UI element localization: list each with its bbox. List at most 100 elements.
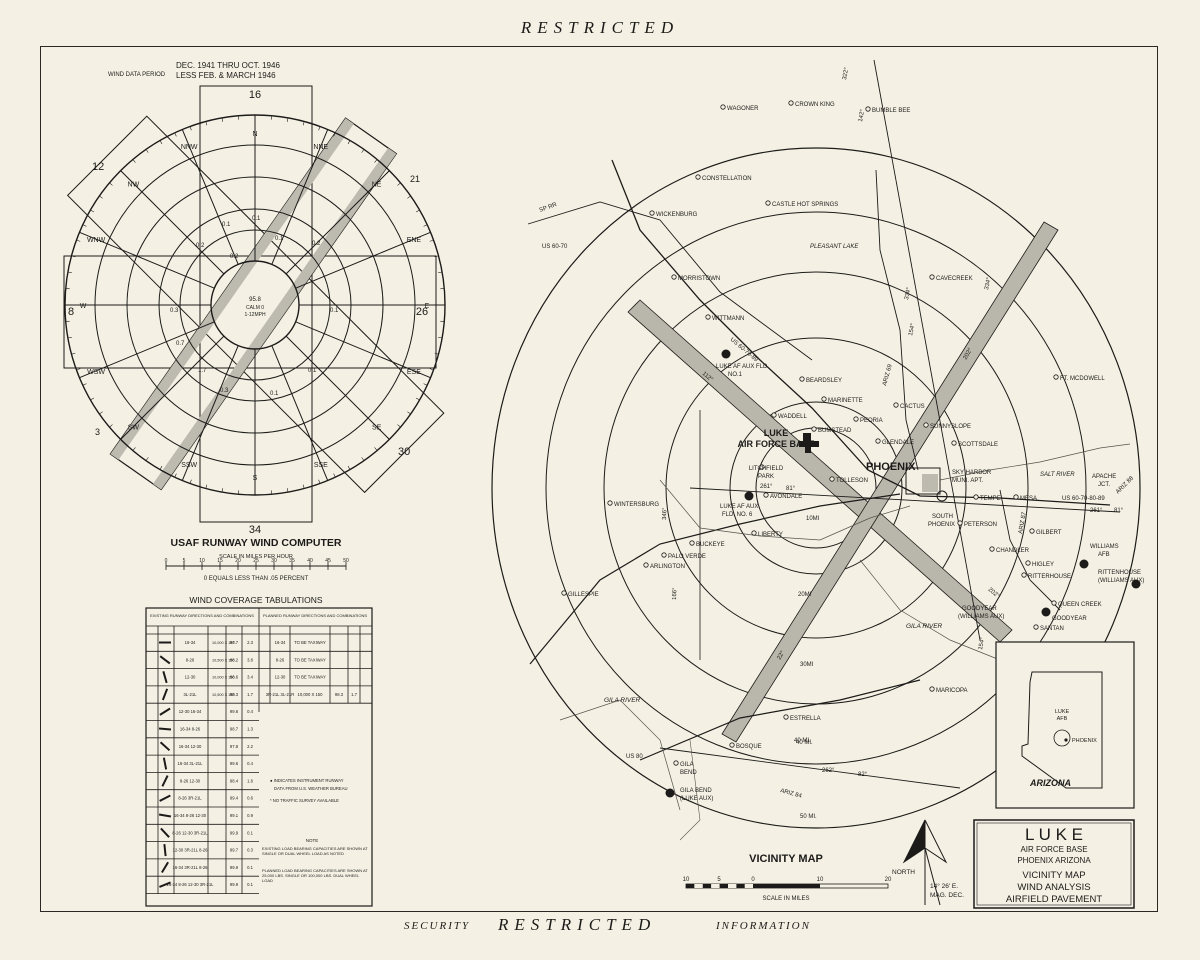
place-label-litchfield1: LITCHFIELD [749, 466, 784, 472]
town-dot [673, 760, 679, 766]
place-label-bumble-bee: BUMBLE BEE [872, 108, 910, 114]
town-dot [759, 464, 765, 470]
wind-value: 0.2 [230, 254, 239, 260]
runway-number-se: 30 [398, 446, 410, 458]
planned-direction: 8-26 [276, 657, 285, 662]
row-direction: 8-26 3R-21L [178, 796, 202, 801]
runway-symbol [162, 671, 168, 684]
wind-value: 1.7 [198, 368, 207, 374]
runway-number-nw: 12 [92, 161, 104, 173]
vicinity-scale-tick: 20 [885, 877, 892, 883]
town-dot [729, 742, 735, 748]
place-label-marinette: MARINETTE [828, 398, 863, 404]
town-dot [1053, 374, 1059, 380]
row-exceed: 0.1 [247, 865, 253, 870]
row-coverage: 98.4 [230, 778, 239, 783]
runway-symbol [163, 844, 167, 857]
vicinity-scale-seg [711, 884, 720, 888]
place-label-williams1: WILLIAMS [1090, 544, 1119, 550]
row-exceed: 2.2 [247, 744, 253, 749]
note-existing: EXISTING LOAD BEARING CAPACITIES ARE SHO… [262, 846, 368, 856]
note-planned: PLANNED LOAD BEARING CAPACITIES ARE SHOW… [262, 868, 368, 883]
town-dot [865, 106, 871, 112]
bearing-label: 142° [858, 108, 866, 122]
phoenix-urban-area [905, 467, 941, 495]
bearing-label: 202° [963, 347, 975, 361]
range-ring-20 [665, 337, 967, 639]
town-dot [607, 500, 613, 506]
airfield-aux-6 [744, 491, 754, 501]
route-label-ariz-88: ARIZ 88 [1115, 475, 1135, 495]
runway-number-s: 34 [249, 524, 261, 536]
arizona-inset [995, 641, 1135, 809]
row-direction: 3L-21L [183, 692, 197, 697]
north-arrow [902, 819, 948, 906]
title-line1: VICINITY MAP [1022, 870, 1085, 881]
place-label-tolleson: TOLLESON [836, 478, 868, 484]
ring-label: 30MI [800, 662, 814, 668]
footer-left: SECURITY [404, 920, 471, 932]
row-direction: 16-34 8-26 [180, 727, 201, 732]
row-coverage: 99.1 [230, 813, 239, 818]
declination-line1: 14° 26' E. [930, 882, 958, 890]
inset-label: ARIZONA [1029, 778, 1071, 788]
town-dot [957, 520, 963, 526]
town-dot [1029, 528, 1035, 534]
place-label-gilbert: GILBERT [1036, 530, 1062, 536]
wind-scale-tick-label: 5 [183, 558, 186, 564]
runway-symbol [158, 813, 172, 818]
town-dot [788, 100, 794, 106]
vicinity-scale-seg [686, 884, 695, 888]
footer-center: RESTRICTED [498, 915, 657, 934]
vicinity-scale-tick: 10 [683, 877, 690, 883]
row-direction: 16-34 3R-21L 8-26 [173, 865, 209, 870]
row-direction: 16-34 8-26 12-30 [174, 813, 207, 818]
place-label-avondale: AVONDALE [770, 494, 802, 500]
place-label-wintersburg: WINTERSBURG [614, 502, 659, 508]
town-dot [705, 314, 711, 320]
title-block [973, 819, 1135, 909]
row-exceed: 0.4 [247, 761, 253, 766]
row-coverage: 99.6 [230, 709, 239, 714]
wind-scale-label: SCALE IN MILES PER HOUR [219, 554, 293, 560]
place-label-mcdowell: FT. MCDOWELL [1060, 376, 1105, 382]
place-label-gila-river: GILA RIVER [604, 697, 641, 704]
row-direction: 8-26 [186, 657, 195, 662]
place-label-luke1: LUKE [764, 428, 789, 438]
place-label-sunnyslope: SUNNYSLOPE [930, 424, 971, 430]
row-coverage: 97.8 [230, 744, 239, 749]
row-exceed: 1.7 [247, 692, 253, 697]
planned-direction: 3R-21L 3L-21R [266, 692, 294, 697]
sp-railroad [611, 159, 1111, 506]
row-size: 10,000 X 150 [212, 641, 235, 645]
runway-symbol [161, 861, 169, 874]
row-direction: 12-30 3R-21L 8-26 [173, 848, 209, 853]
planned-coverage: 98.3 [335, 692, 344, 697]
place-label-morristown: MORRISTOWN [678, 276, 720, 282]
row-direction: 16-34 3L-21L [178, 761, 204, 766]
place-label-phoenix: PHOENIX [866, 461, 916, 473]
runway-symbol [159, 794, 171, 802]
place-label-wagoner: WAGONER [727, 106, 759, 112]
luke-afb-symbol [799, 433, 819, 453]
place-label-chandler: CHANDLER [996, 548, 1030, 554]
place-label-peterson: PETERSON [964, 522, 997, 528]
footer-right: INFORMATION [716, 920, 811, 932]
town-dot [811, 426, 817, 432]
row-exceed: 0.6 [247, 796, 253, 801]
row-exceed: 0.3 [247, 848, 253, 853]
row-exceed: 2.3 [247, 640, 253, 645]
row-coverage: 99.9 [230, 830, 239, 835]
route-label-us-60-70-89: US 60-70-89 [729, 337, 759, 364]
planned-note: TO BE TAXIWAY [294, 675, 326, 680]
wind-value: 0.1 [222, 222, 231, 228]
place-label-estrella2: 40 MI. [796, 740, 813, 746]
airfield-aux-1 [721, 349, 731, 359]
classification-header: RESTRICTED [520, 18, 680, 37]
vicinity-scale-tick: 5 [717, 877, 721, 883]
place-label-gila-river2: GILA RIVER [906, 623, 943, 630]
